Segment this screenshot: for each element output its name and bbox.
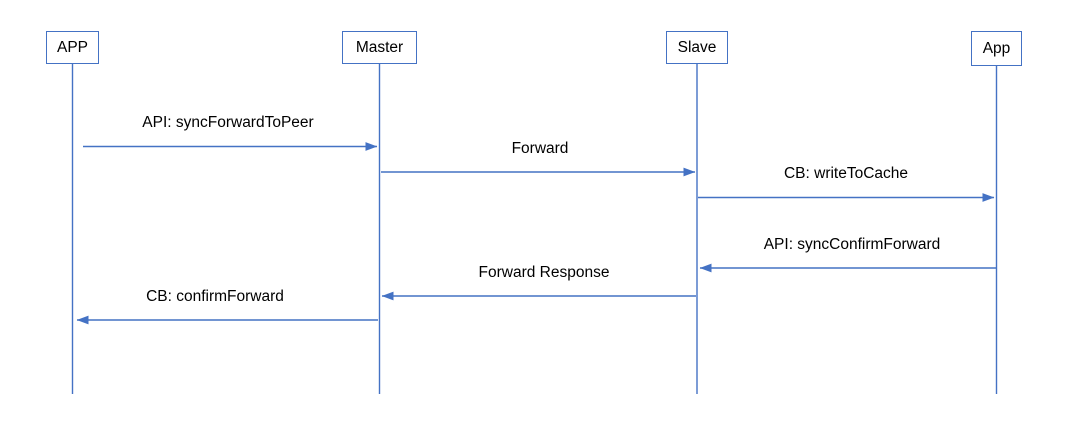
message-label-forward: Forward	[511, 140, 569, 157]
message-label-write-to-cache: CB: writeToCache	[783, 165, 909, 182]
actor-label: Slave	[677, 38, 717, 56]
actor-label: APP	[56, 38, 88, 56]
actor-box-app-caps: APP	[46, 31, 99, 64]
actor-label: App	[982, 39, 1011, 57]
message-label-confirm-forward: CB: confirmForward	[146, 288, 284, 305]
message-label-forward-response: Forward Response	[478, 264, 610, 281]
actor-box-master: Master	[342, 31, 417, 64]
actor-box-slave: Slave	[666, 31, 728, 64]
message-label-sync-confirm-forward: API: syncConfirmForward	[763, 236, 941, 253]
actor-label: Master	[355, 38, 404, 56]
actor-box-app-right: App	[971, 31, 1022, 66]
message-label-sync-forward-to-peer: API: syncForwardToPeer	[142, 114, 314, 131]
